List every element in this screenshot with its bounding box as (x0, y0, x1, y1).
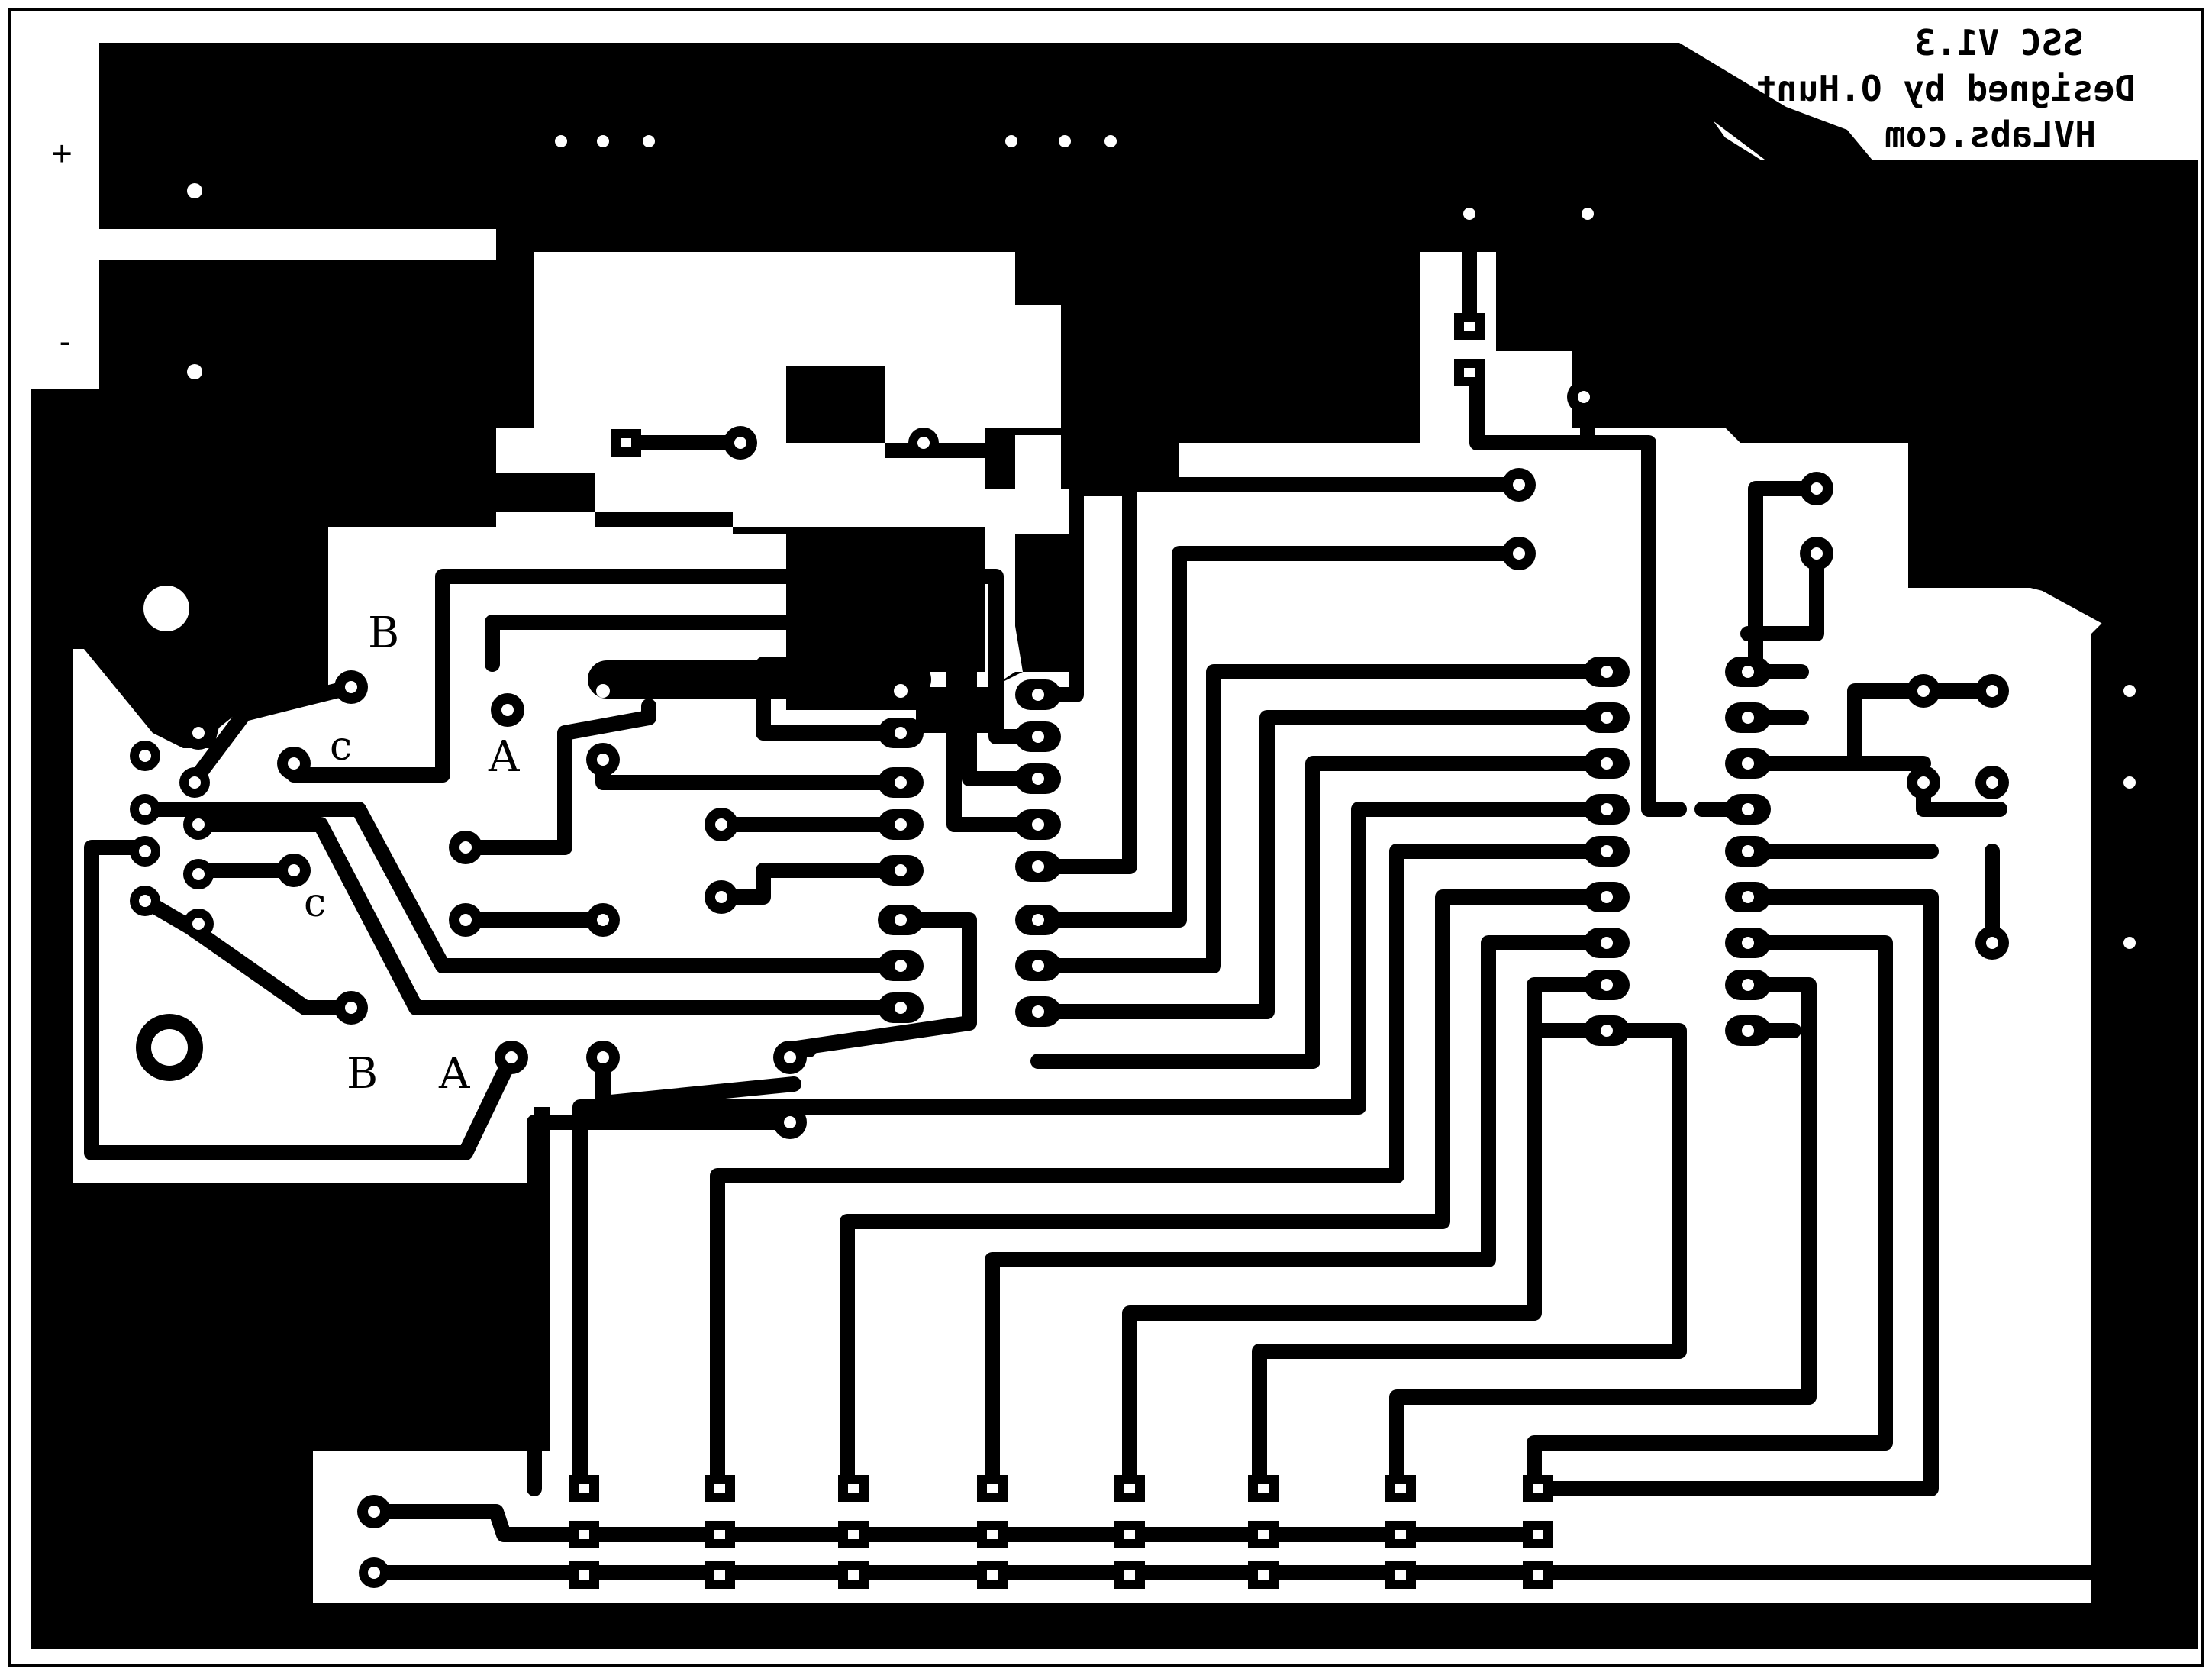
trace-ic2 (1030, 710, 1614, 1019)
pot-label-b-bottom: B (347, 1049, 378, 1099)
pot-label-a-bottom: A (438, 1049, 470, 1099)
pot-label-b-top: B (368, 608, 399, 658)
trace-m7 (714, 863, 908, 905)
mount-hole (143, 586, 189, 631)
ic2 (1015, 679, 1061, 1027)
trace-far-right (1527, 683, 2137, 1580)
trace-m10 (779, 912, 977, 1057)
trace-r8 (1740, 546, 1824, 641)
trace-m19 (527, 1115, 798, 1496)
trace-ic7 (985, 935, 1614, 1496)
minus-label: - (55, 322, 76, 361)
trace-m15 (191, 679, 359, 783)
trace-m12 (191, 817, 908, 1015)
trace-ic10 (1389, 977, 1817, 1496)
trace-ic11 (1527, 935, 1893, 1496)
ic3 (1584, 657, 1771, 1046)
trace-top-2 (508, 88, 618, 149)
trace-bottom-row (366, 1504, 1542, 1542)
trace-ic3 (1030, 756, 1614, 1069)
pad-group-top (544, 124, 1127, 158)
pot-label-c-top: c (330, 724, 352, 770)
mount-hole (187, 364, 202, 379)
trace-r3 (1469, 366, 1687, 817)
trace-ic8 (1122, 977, 1614, 1496)
trace-r6 (1030, 546, 1527, 928)
trace-ic5 (710, 844, 1614, 1496)
trace-ic9 (1252, 1023, 1687, 1496)
trace-m14 (137, 893, 351, 1015)
trace-ic1 (1030, 664, 1614, 973)
pot-label-c-bottom: c (304, 880, 326, 926)
trace-ic12 (1527, 889, 1939, 1496)
trace-ic6 (840, 889, 1614, 1496)
trace-top-3 (492, 69, 1118, 149)
trace-top-4 (637, 80, 1072, 172)
trace-m11 (137, 802, 908, 973)
pads (130, 124, 2145, 1589)
trace-r5 (1030, 477, 1527, 874)
trace-ic18 (1847, 683, 2007, 771)
title-line-2: Designed by O.Hunt (1756, 68, 2136, 109)
trace-m3 (485, 615, 1046, 786)
ic1 (588, 660, 931, 1023)
servo-headers (569, 1475, 1553, 1589)
trace-m17 (84, 840, 519, 1160)
trace-m9 (458, 699, 656, 855)
board-outline (8, 8, 2204, 1667)
title-line-3: HVLabs.com (1885, 114, 2096, 155)
trace-top-1 (553, 118, 1000, 187)
plus-label: + (52, 134, 73, 173)
traces (84, 69, 2137, 1580)
pot-label-a-top: A (488, 732, 520, 782)
mirrored-title-block: SSC V1.3 Designed by O.Hunt HVLabs.com (1756, 22, 2136, 155)
title-line-1: SSC V1.3 (1914, 22, 2084, 63)
trace-ic4 (572, 802, 1614, 1496)
mount-hole (187, 183, 202, 198)
copper-fill (31, 43, 2198, 1649)
trace-r7 (1748, 481, 1824, 687)
trace-m2 (286, 569, 1046, 783)
